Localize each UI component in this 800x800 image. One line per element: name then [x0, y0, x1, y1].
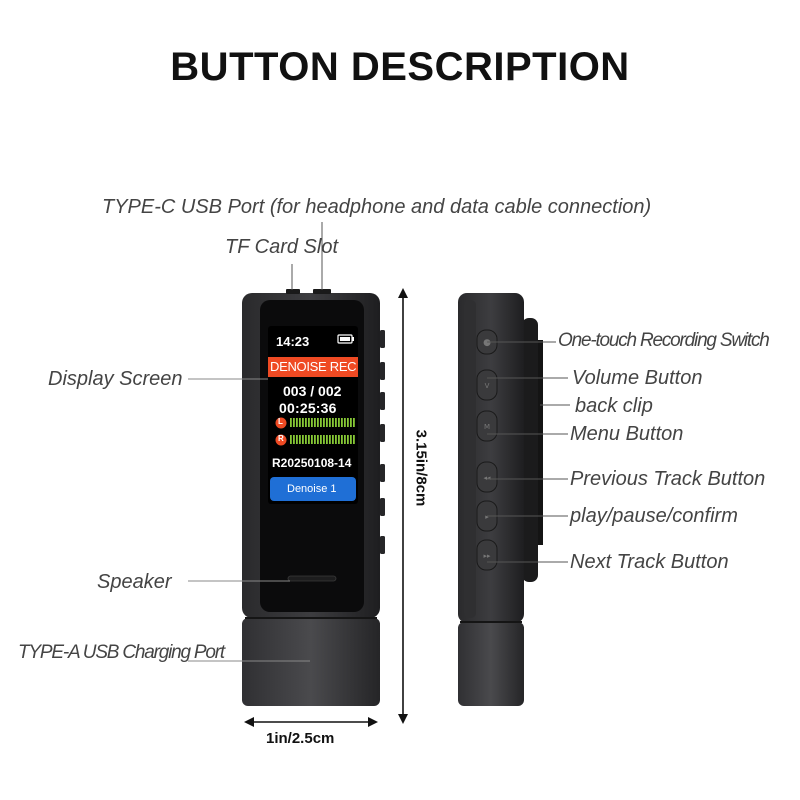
- label-volume-button: Volume Button: [572, 367, 703, 389]
- label-type-a-port: TYPE-A USB Charging Port: [18, 642, 225, 663]
- speaker-grille: [287, 575, 337, 582]
- front-device: [242, 289, 385, 706]
- mode-bar: [268, 357, 358, 377]
- screen-denoise: Denoise 1: [287, 483, 337, 495]
- label-type-c-port: TYPE-C USB Port (for headphone and data …: [102, 196, 652, 218]
- screen-track: 003 / 002: [283, 383, 342, 399]
- back-clip: [522, 318, 538, 582]
- level-meter-left: [290, 418, 355, 427]
- previous-track-button[interactable]: [476, 461, 498, 493]
- label-one-touch-switch: One-touch Recording Switch: [558, 330, 770, 351]
- type-a-cap: [242, 618, 380, 706]
- next-track-icon: ▸▸: [483, 552, 491, 560]
- label-play-pause: play/pause/confirm: [570, 505, 738, 527]
- screen-mode: DENOISE REC: [270, 359, 357, 374]
- record-icon: ●: [483, 338, 491, 348]
- label-previous-track: Previous Track Button: [570, 468, 766, 490]
- label-next-track: Next Track Button: [570, 551, 729, 573]
- level-meter-right: [290, 435, 355, 444]
- label-speaker: Speaker: [97, 571, 172, 593]
- type-c-port: [313, 289, 331, 294]
- side-device: ●VM◂◂▸▸▸: [458, 293, 543, 706]
- screen-filename: R20250108-14: [272, 456, 352, 470]
- left-channel-badge: [275, 417, 287, 429]
- menu-icon: M: [484, 423, 490, 431]
- play-pause-icon: ▸: [485, 513, 489, 521]
- label-menu-button: Menu Button: [570, 423, 684, 445]
- volume-icon: V: [485, 382, 490, 390]
- side-cap: [458, 622, 524, 706]
- previous-track-icon: ◂◂: [483, 474, 491, 482]
- label-display-screen: Display Screen: [48, 368, 183, 390]
- width-dimension: 1in/2.5cm: [266, 730, 335, 747]
- label-back-clip: back clip: [575, 395, 653, 417]
- right-channel-badge: [275, 434, 287, 446]
- height-dimension: 3.15in/8cm: [412, 429, 430, 507]
- denoise-bar: [270, 477, 356, 501]
- label-tf-card-slot: TF Card Slot: [225, 236, 338, 258]
- dimension-arrows: [244, 288, 408, 727]
- screen-elapsed: 00:25:36: [279, 400, 337, 416]
- leader-lines: [188, 222, 570, 662]
- page-title: BUTTON DESCRIPTION: [170, 45, 630, 89]
- tf-card-slot: [286, 289, 300, 294]
- screen-time: 14:23: [276, 334, 310, 349]
- screen-left-channel: L: [278, 417, 283, 426]
- screen-right-channel: R: [278, 434, 284, 443]
